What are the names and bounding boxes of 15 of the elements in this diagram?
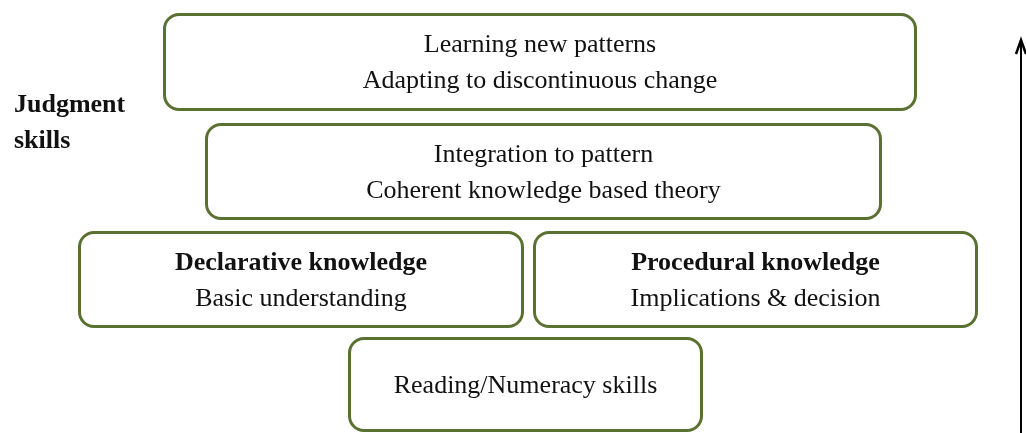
side-label: Judgment skills: [14, 88, 127, 156]
level-box: [78, 231, 524, 328]
level-box: [163, 13, 917, 111]
box-text: Coherent knowledge based theory: [366, 173, 721, 206]
box-heading: Declarative knowledge: [175, 245, 427, 278]
box-text: Adapting to discontinuous change: [362, 64, 718, 96]
level-box: [205, 123, 882, 220]
box-text: Learning new patterns: [423, 28, 657, 60]
box-text: Implications & decision: [630, 281, 881, 314]
box-text: Basic understanding: [195, 281, 407, 314]
level-box: [533, 231, 978, 328]
box-text: Integration to pattern: [433, 137, 654, 170]
box-text: Reading/Numeracy skills: [393, 368, 658, 401]
level-box: [348, 337, 703, 432]
box-heading: Procedural knowledge: [631, 245, 880, 278]
